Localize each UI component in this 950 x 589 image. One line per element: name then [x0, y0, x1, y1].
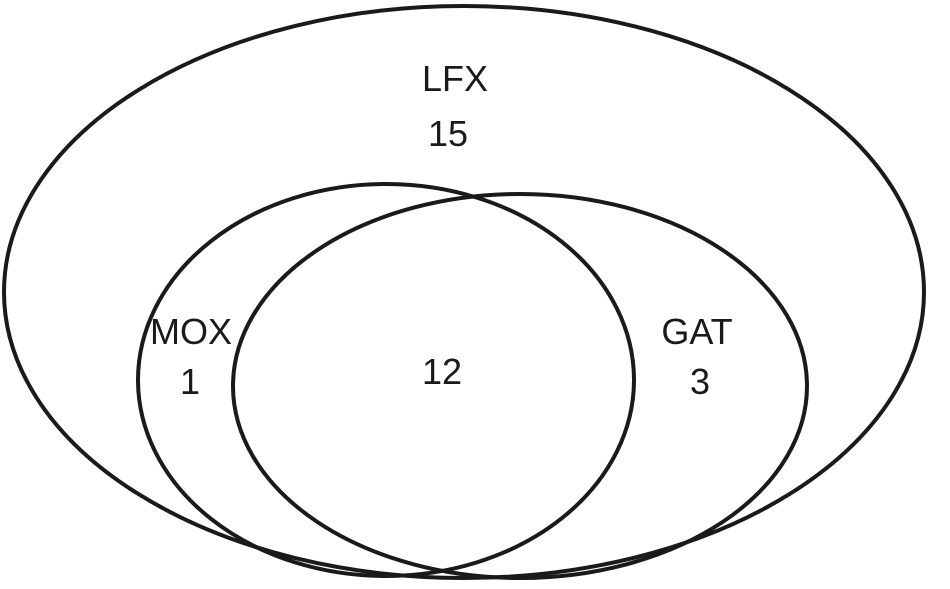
gat-label: GAT [661, 311, 732, 352]
lfx-only-count: 15 [428, 113, 468, 154]
mox-label: MOX [150, 311, 232, 352]
mox-only-count: 1 [180, 361, 200, 402]
lfx-ellipse [2, 4, 926, 580]
intersection-count: 12 [422, 351, 462, 392]
gat-only-count: 3 [690, 361, 710, 402]
mox-circle [136, 182, 636, 578]
gat-circle [231, 192, 809, 580]
lfx-label: LFX [422, 58, 488, 99]
